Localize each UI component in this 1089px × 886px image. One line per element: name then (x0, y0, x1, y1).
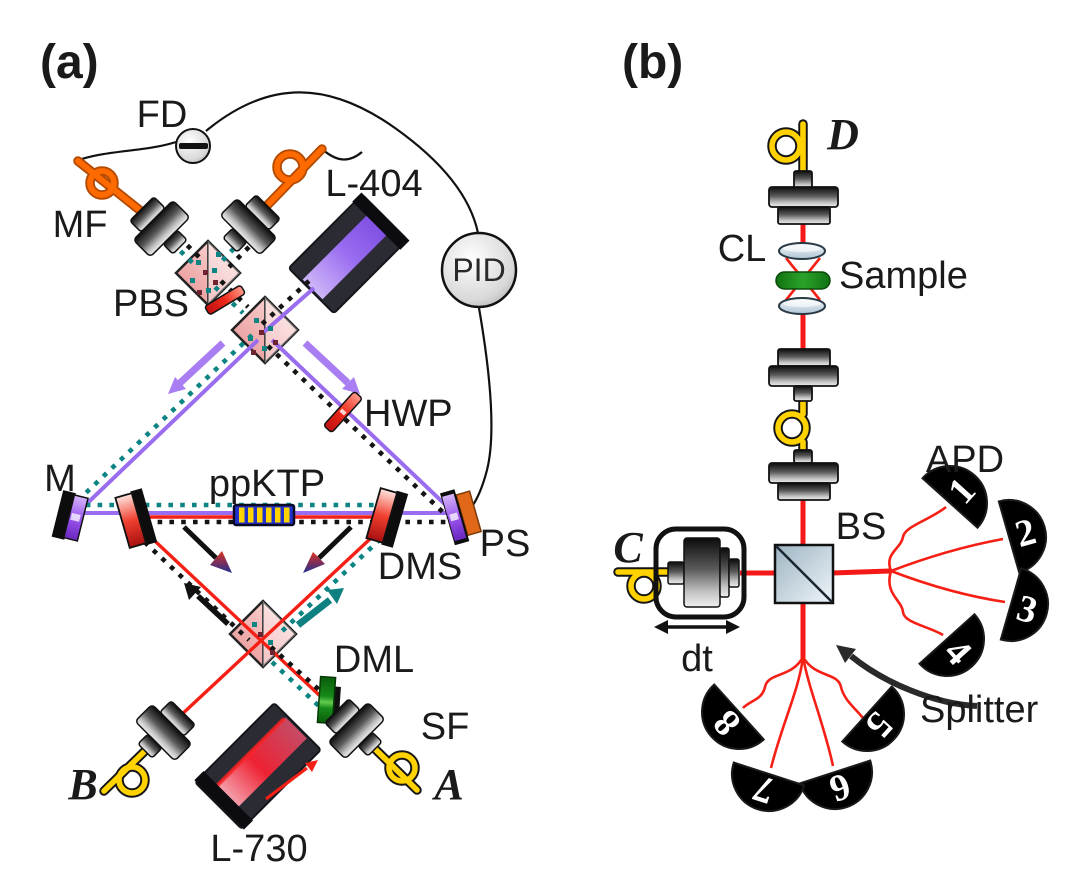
mf-label: MF (53, 204, 108, 246)
port-d-fiber (767, 119, 808, 181)
pump-beam-right-arm (270, 338, 455, 514)
pbs-label: PBS (113, 283, 189, 325)
black-path-coupler-left (177, 235, 204, 262)
phase-shifter-mirror (440, 489, 483, 546)
apd-detector-7: 7 (731, 761, 806, 812)
port-b-fiber (99, 744, 152, 798)
dt-double-arrow (654, 620, 740, 634)
port-a-label: A (431, 760, 463, 809)
pump-beam-from-laser (262, 286, 316, 334)
apd-detector-3: 3 (999, 567, 1049, 642)
teal-path-coupler-right (219, 238, 244, 264)
red-beam-diag-1 (139, 526, 352, 726)
apd-detector-8: 8 (701, 683, 766, 750)
photon-arrow-down-left (303, 525, 353, 573)
apd-detector-5: 5 (840, 685, 905, 752)
fiber-coupler-mid-top (768, 348, 839, 402)
apd-detector-2: 2 (997, 499, 1047, 574)
dichroic-mirror-left (114, 488, 158, 549)
port-a-fiber (367, 741, 422, 795)
black-path-sagnac-left (134, 532, 251, 642)
panel-a-title: (a) (40, 36, 99, 89)
pbs-scatter-dots (190, 252, 278, 655)
splitter-label: Splitter (920, 689, 1039, 731)
port-b-label: B (67, 760, 97, 809)
collection-lens-bottom (778, 297, 826, 315)
laser-404-label: L-404 (325, 163, 422, 205)
mirror-m (51, 490, 89, 542)
bs-label: BS (836, 506, 887, 548)
panel-a: PID (a) FD MF PBS L-404 HWP M ppKTP PS D… (40, 36, 530, 870)
dms-label: DMS (378, 546, 462, 588)
panel-b: 1 2 3 4 5 6 7 8 (b) D CL Sample APD BS C… (613, 36, 1049, 812)
laser-730-direction-arrow (265, 760, 318, 801)
splitter-arrow (836, 645, 978, 709)
fiber-coupler-d (768, 170, 839, 225)
laser-404-box (288, 192, 410, 314)
dichroic-mirror-right (365, 487, 409, 548)
sample-label: Sample (839, 255, 968, 297)
beam-bs-right (831, 568, 892, 576)
fd-to-pid-wire (205, 91, 480, 234)
apd-detector-1: 1 (921, 465, 988, 530)
mirror-m-label: M (44, 458, 76, 500)
photon-arrow-down-right (182, 525, 232, 573)
laser-730-box (194, 703, 321, 830)
bs-cube (773, 543, 835, 605)
fiber-coupler-port-a (325, 699, 384, 758)
black-path-coupler-right (226, 245, 251, 270)
ppktp-crystal (232, 503, 296, 527)
delay-stage (653, 526, 747, 620)
port-d-label: D (826, 110, 859, 159)
fd-photodiode-icon (175, 128, 211, 164)
pump-beam-left-arm (74, 338, 260, 516)
hwp-label: HWP (364, 393, 453, 435)
mf-fiber-left (73, 156, 152, 221)
teal-path-sagnac-right (277, 529, 391, 636)
dml-label: DML (334, 639, 414, 681)
ppktp-label: ppKTP (209, 463, 325, 505)
hwp-plate (324, 391, 362, 433)
dt-label: dt (681, 638, 713, 680)
pid-to-ps-wire (465, 307, 493, 515)
pump-arrow-right (302, 340, 360, 394)
apd-label: APD (926, 439, 1004, 481)
ps-label: PS (480, 523, 531, 565)
port-c-label: C (613, 523, 643, 572)
collection-lens-top (778, 242, 826, 260)
port-c-fiber (613, 567, 677, 604)
splitter-fibers-bottom (742, 656, 865, 769)
photon-arrow-up-left (184, 583, 230, 627)
fiber-coupler-mf-right (221, 195, 280, 254)
pid-controller-icon: PID (440, 231, 518, 309)
fiber-coupler-mid-bottom (768, 449, 839, 501)
panel-b-title: (b) (622, 36, 683, 89)
red-beam-diag-2 (177, 524, 386, 719)
fiber-coupler-port-b (136, 701, 195, 760)
laser-730-label: L-730 (210, 828, 307, 870)
apd-detector-6: 6 (798, 759, 873, 810)
photon-arrow-up-right (295, 588, 344, 628)
pid-label: PID (452, 252, 505, 288)
waveplate-small (204, 285, 246, 315)
fiber-coupler-mf-left (130, 197, 189, 256)
cl-label: CL (718, 228, 767, 270)
fd-left-wire (75, 140, 177, 163)
apd-detector-4: 4 (918, 612, 985, 677)
sample-slab (775, 271, 831, 290)
black-path-to-sf (269, 645, 346, 714)
sf-label: SF (421, 706, 470, 748)
splitter-fibers-right (888, 505, 1006, 637)
pump-arrow-left (168, 340, 226, 394)
fiber-spur-wire (321, 148, 363, 161)
fd-label: FD (137, 94, 188, 136)
